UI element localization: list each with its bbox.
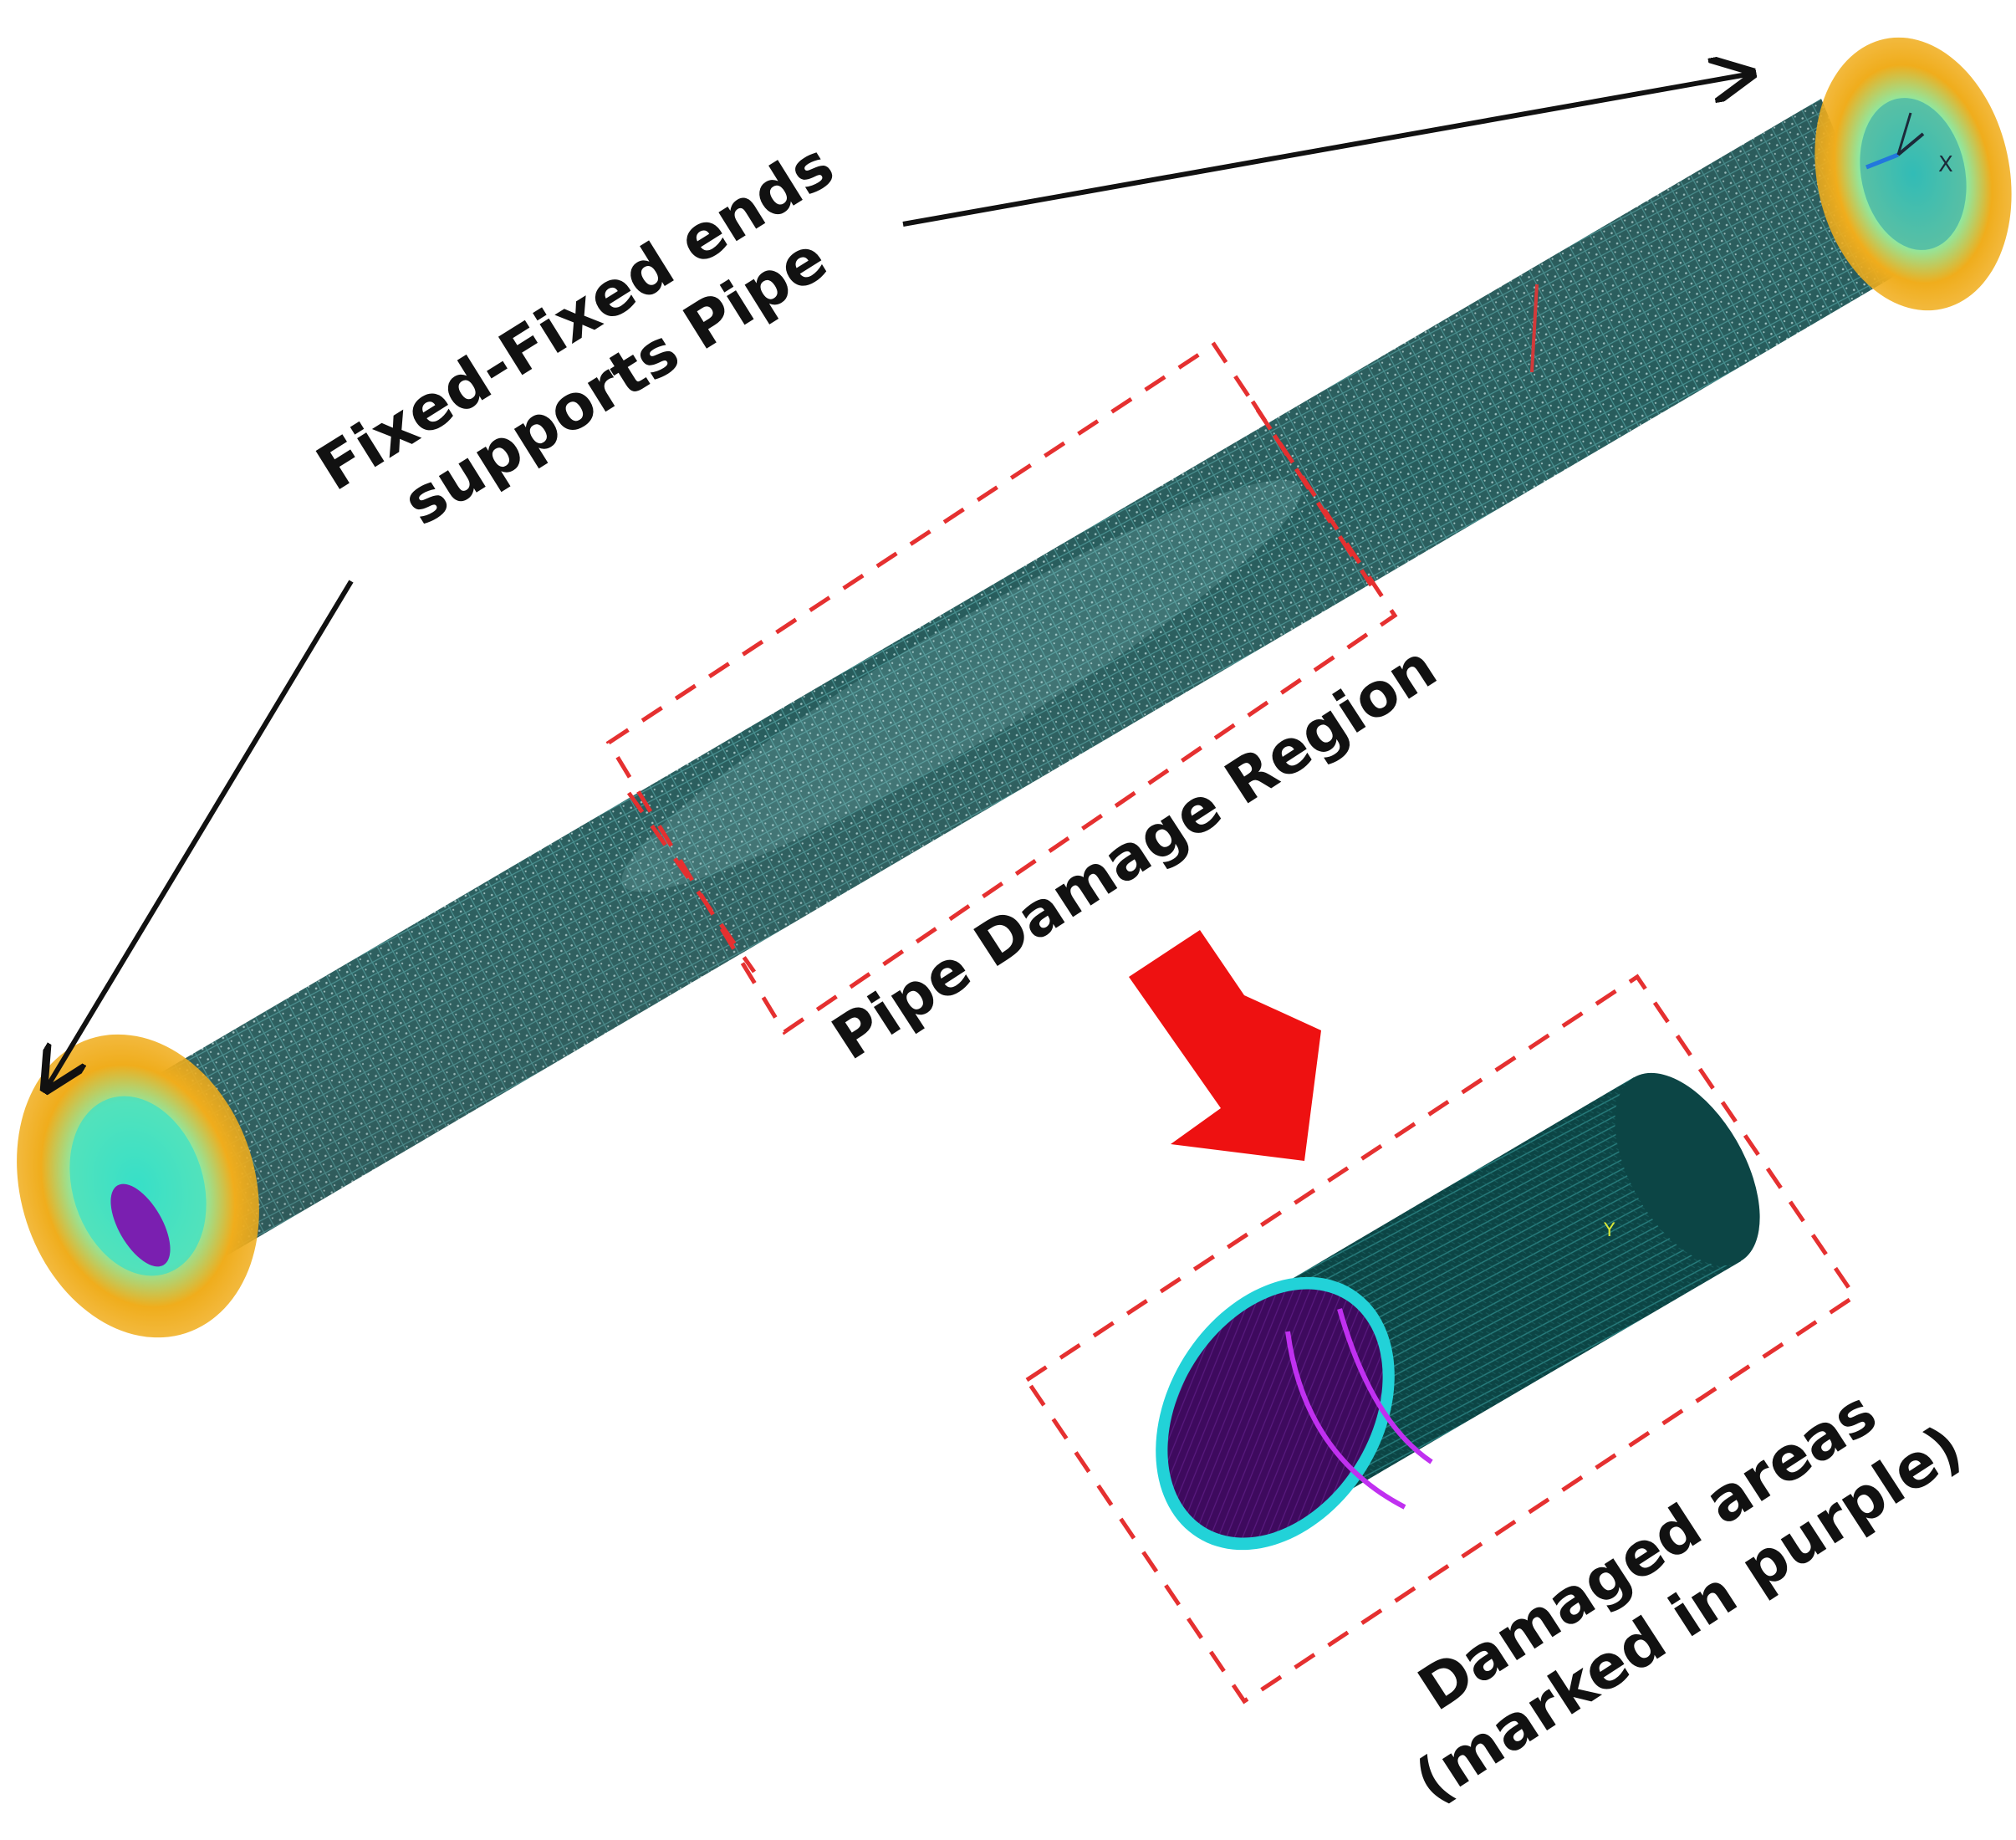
- inset-pipe-segment: Y: [1156, 1072, 1760, 1551]
- axis-x-label: X: [1938, 152, 1953, 177]
- pipe-shading: [119, 99, 1895, 1273]
- damage-ring-1: [1285, 1331, 1406, 1510]
- leader-arrow-right: [902, 74, 1752, 227]
- supports-label: Fixed-Fixed ends supports Pipe: [304, 130, 846, 540]
- damage-region-inner-line-left: [626, 791, 757, 974]
- inset-pipe-far-end: [1615, 1072, 1760, 1266]
- inset-box: [1023, 974, 1858, 1705]
- damage-region-box: [605, 341, 1398, 1035]
- load-marker: [1530, 284, 1539, 373]
- axis-y-label: Y: [1603, 1220, 1615, 1241]
- leader-arrow-left: [46, 580, 354, 1089]
- main-pipe: [119, 99, 1895, 1273]
- damage-ring-2: [1337, 1308, 1433, 1464]
- inset-pipe-inner: [1167, 1289, 1383, 1538]
- pipe-highlight: [621, 479, 1302, 892]
- left-damage-spot: [110, 1183, 171, 1267]
- left-end-support: [17, 1034, 259, 1338]
- damage-region-inner-line-right: [1250, 400, 1374, 587]
- right-end-support: X: [1814, 37, 2012, 311]
- axis-triad: X: [1865, 112, 1953, 177]
- zoom-pointer-arrow: [1129, 930, 1321, 1161]
